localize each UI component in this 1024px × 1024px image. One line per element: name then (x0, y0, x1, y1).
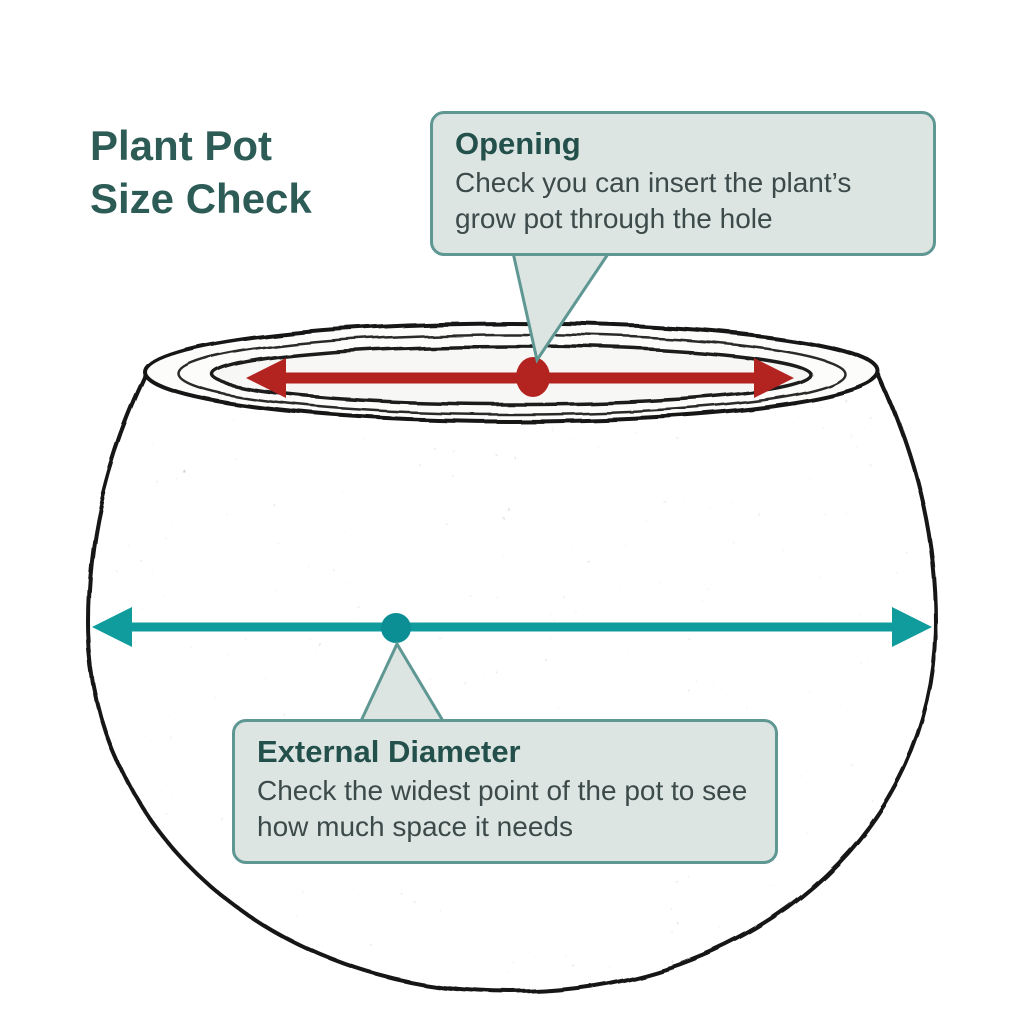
opening-callout: Opening Check you can insert the plant’s… (430, 111, 936, 256)
opening-arrow (246, 357, 794, 398)
opening-callout-title: Opening (455, 126, 581, 161)
diameter-arrowhead-left (92, 607, 132, 647)
external-diameter-callout-title: External Diameter (257, 734, 521, 769)
external-diameter-arrow (92, 607, 932, 647)
opening-callout-body: Check you can insert the plant’s grow po… (455, 167, 852, 234)
opening-dot (516, 357, 550, 397)
pot-rim-inner-lip (177, 332, 847, 416)
external-diameter-callout: External Diameter Check the widest point… (232, 719, 778, 864)
page-title-line2: Size Check (90, 174, 312, 222)
page-title: Plant Pot Size Check (90, 120, 312, 226)
diameter-dot (381, 613, 411, 643)
page-title-line1: Plant Pot (90, 122, 273, 169)
pot-sketch (85, 321, 939, 995)
diameter-arrowhead-right (892, 607, 932, 647)
external-diameter-callout-body: Check the widest point of the pot to see… (257, 775, 748, 842)
opening-arrowhead-left (246, 358, 286, 398)
opening-arrowhead-right (754, 358, 794, 398)
